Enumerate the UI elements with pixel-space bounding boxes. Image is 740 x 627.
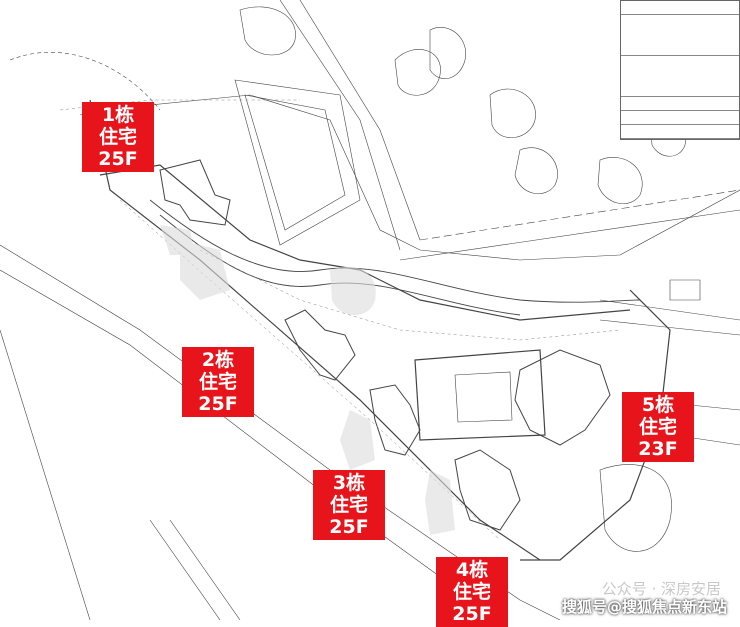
watermark: 公众号 · 深房安居 搜狐号@搜狐焦点新东站 [555,578,735,616]
building-number: 1栋 [101,104,135,126]
table-row [621,56,739,97]
table-row [621,97,739,111]
building-desc: 住宅25F [98,126,138,170]
table-row [621,1,739,15]
building-number: 5栋 [641,394,675,416]
building-3-label: 3栋 住宅25F [313,470,385,540]
building-1-label: 1栋 住宅25F [82,102,154,172]
data-table-box [620,0,740,140]
building-number: 2栋 [201,349,235,371]
building-2-label: 2栋 住宅25F [182,347,254,417]
building-desc: 住宅23F [638,416,678,460]
building-number: 4栋 [455,559,489,581]
building-number: 3栋 [332,472,366,494]
table-row [621,111,739,125]
building-desc: 住宅25F [452,581,492,625]
building-desc: 住宅25F [198,371,238,415]
table-row [621,125,739,139]
building-5-label: 5栋 住宅23F [622,392,694,462]
watermark-line-1: 公众号 · 深房安居 [601,580,721,598]
building-desc: 住宅25F [329,494,369,538]
table-row [621,15,739,56]
watermark-line-2: 搜狐号@搜狐焦点新东站 [561,598,727,616]
building-4-label: 4栋 住宅25F [436,557,508,627]
